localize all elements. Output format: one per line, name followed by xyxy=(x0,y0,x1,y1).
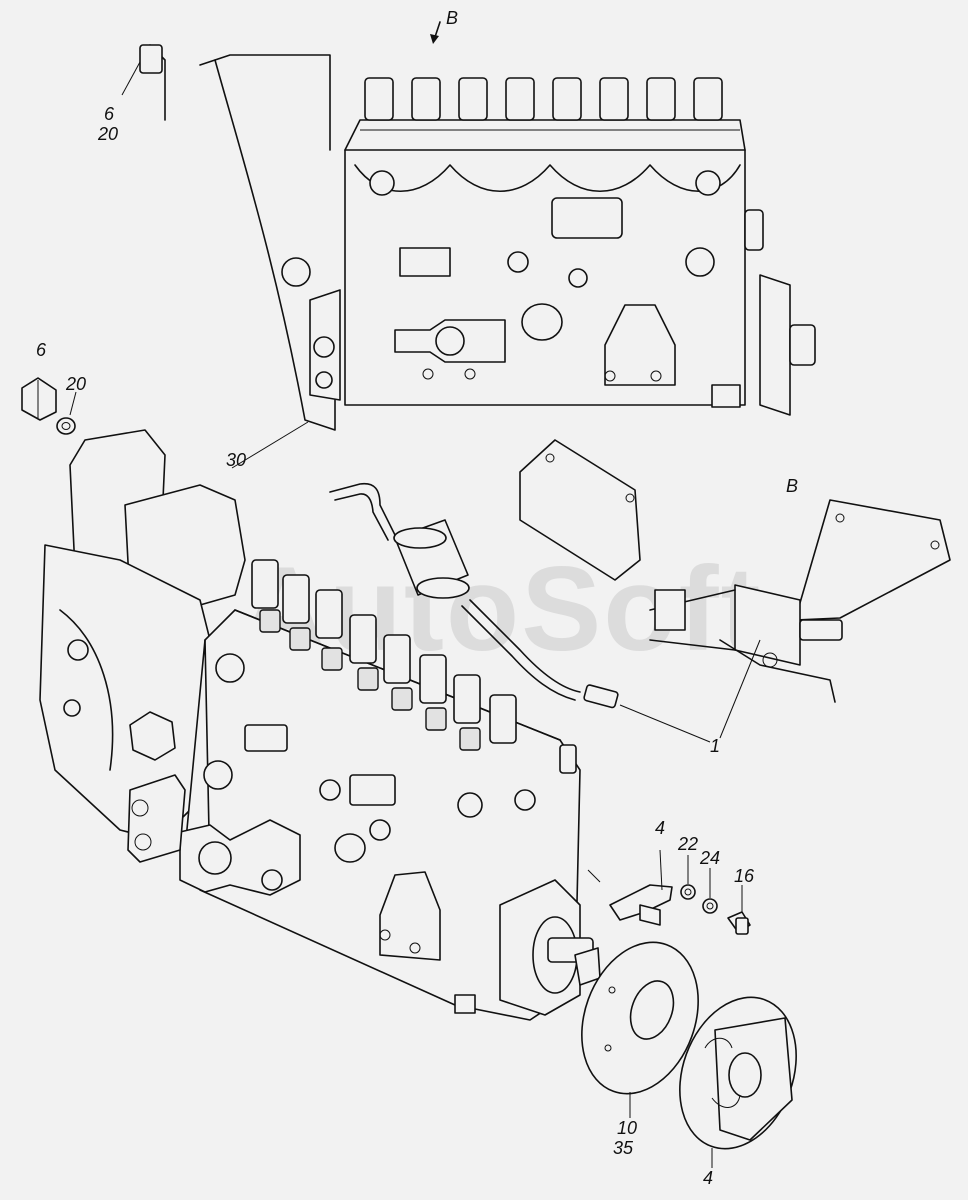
main-pump-assembly xyxy=(39,429,601,1021)
callout-6-left: 6 xyxy=(36,340,47,360)
bolt-16 xyxy=(727,885,751,935)
callout-22: 22 xyxy=(678,834,699,854)
callout-16: 16 xyxy=(734,866,755,886)
plate-4 xyxy=(587,849,673,926)
detail-b xyxy=(649,499,951,703)
callout-35: 35 xyxy=(613,1138,634,1158)
callout-24: 24 xyxy=(700,848,721,868)
top-pump-assembly xyxy=(139,44,816,431)
washer-22 xyxy=(680,855,696,900)
view-b-arrow xyxy=(430,21,441,44)
washer-24 xyxy=(702,868,718,914)
callout-20-left: 20 xyxy=(66,374,87,394)
fitting-6 xyxy=(21,377,57,421)
washer-20 xyxy=(56,391,77,435)
view-b-label-detail: B xyxy=(786,476,799,496)
callout-6-top: 6 xyxy=(104,104,115,124)
callout-20-top: 20 xyxy=(98,124,119,144)
leader-1-a xyxy=(619,704,711,743)
disc-4 xyxy=(679,996,797,1168)
leader-30 xyxy=(231,421,309,469)
callout-4-top: 4 xyxy=(655,818,666,838)
leader-1-b xyxy=(719,639,761,739)
disc-10-35 xyxy=(581,941,699,1118)
callout-30: 30 xyxy=(226,450,247,470)
fuel-line xyxy=(329,482,619,709)
top-injector-row xyxy=(360,77,740,131)
main-injector-row xyxy=(251,559,517,751)
view-b-label-top: B xyxy=(446,8,459,28)
callout-4-bottom: 4 xyxy=(703,1168,714,1188)
leader-6-20-top xyxy=(121,61,141,96)
bracket-plate xyxy=(519,439,641,581)
callout-10: 10 xyxy=(617,1118,638,1138)
callout-1: 1 xyxy=(710,736,721,756)
